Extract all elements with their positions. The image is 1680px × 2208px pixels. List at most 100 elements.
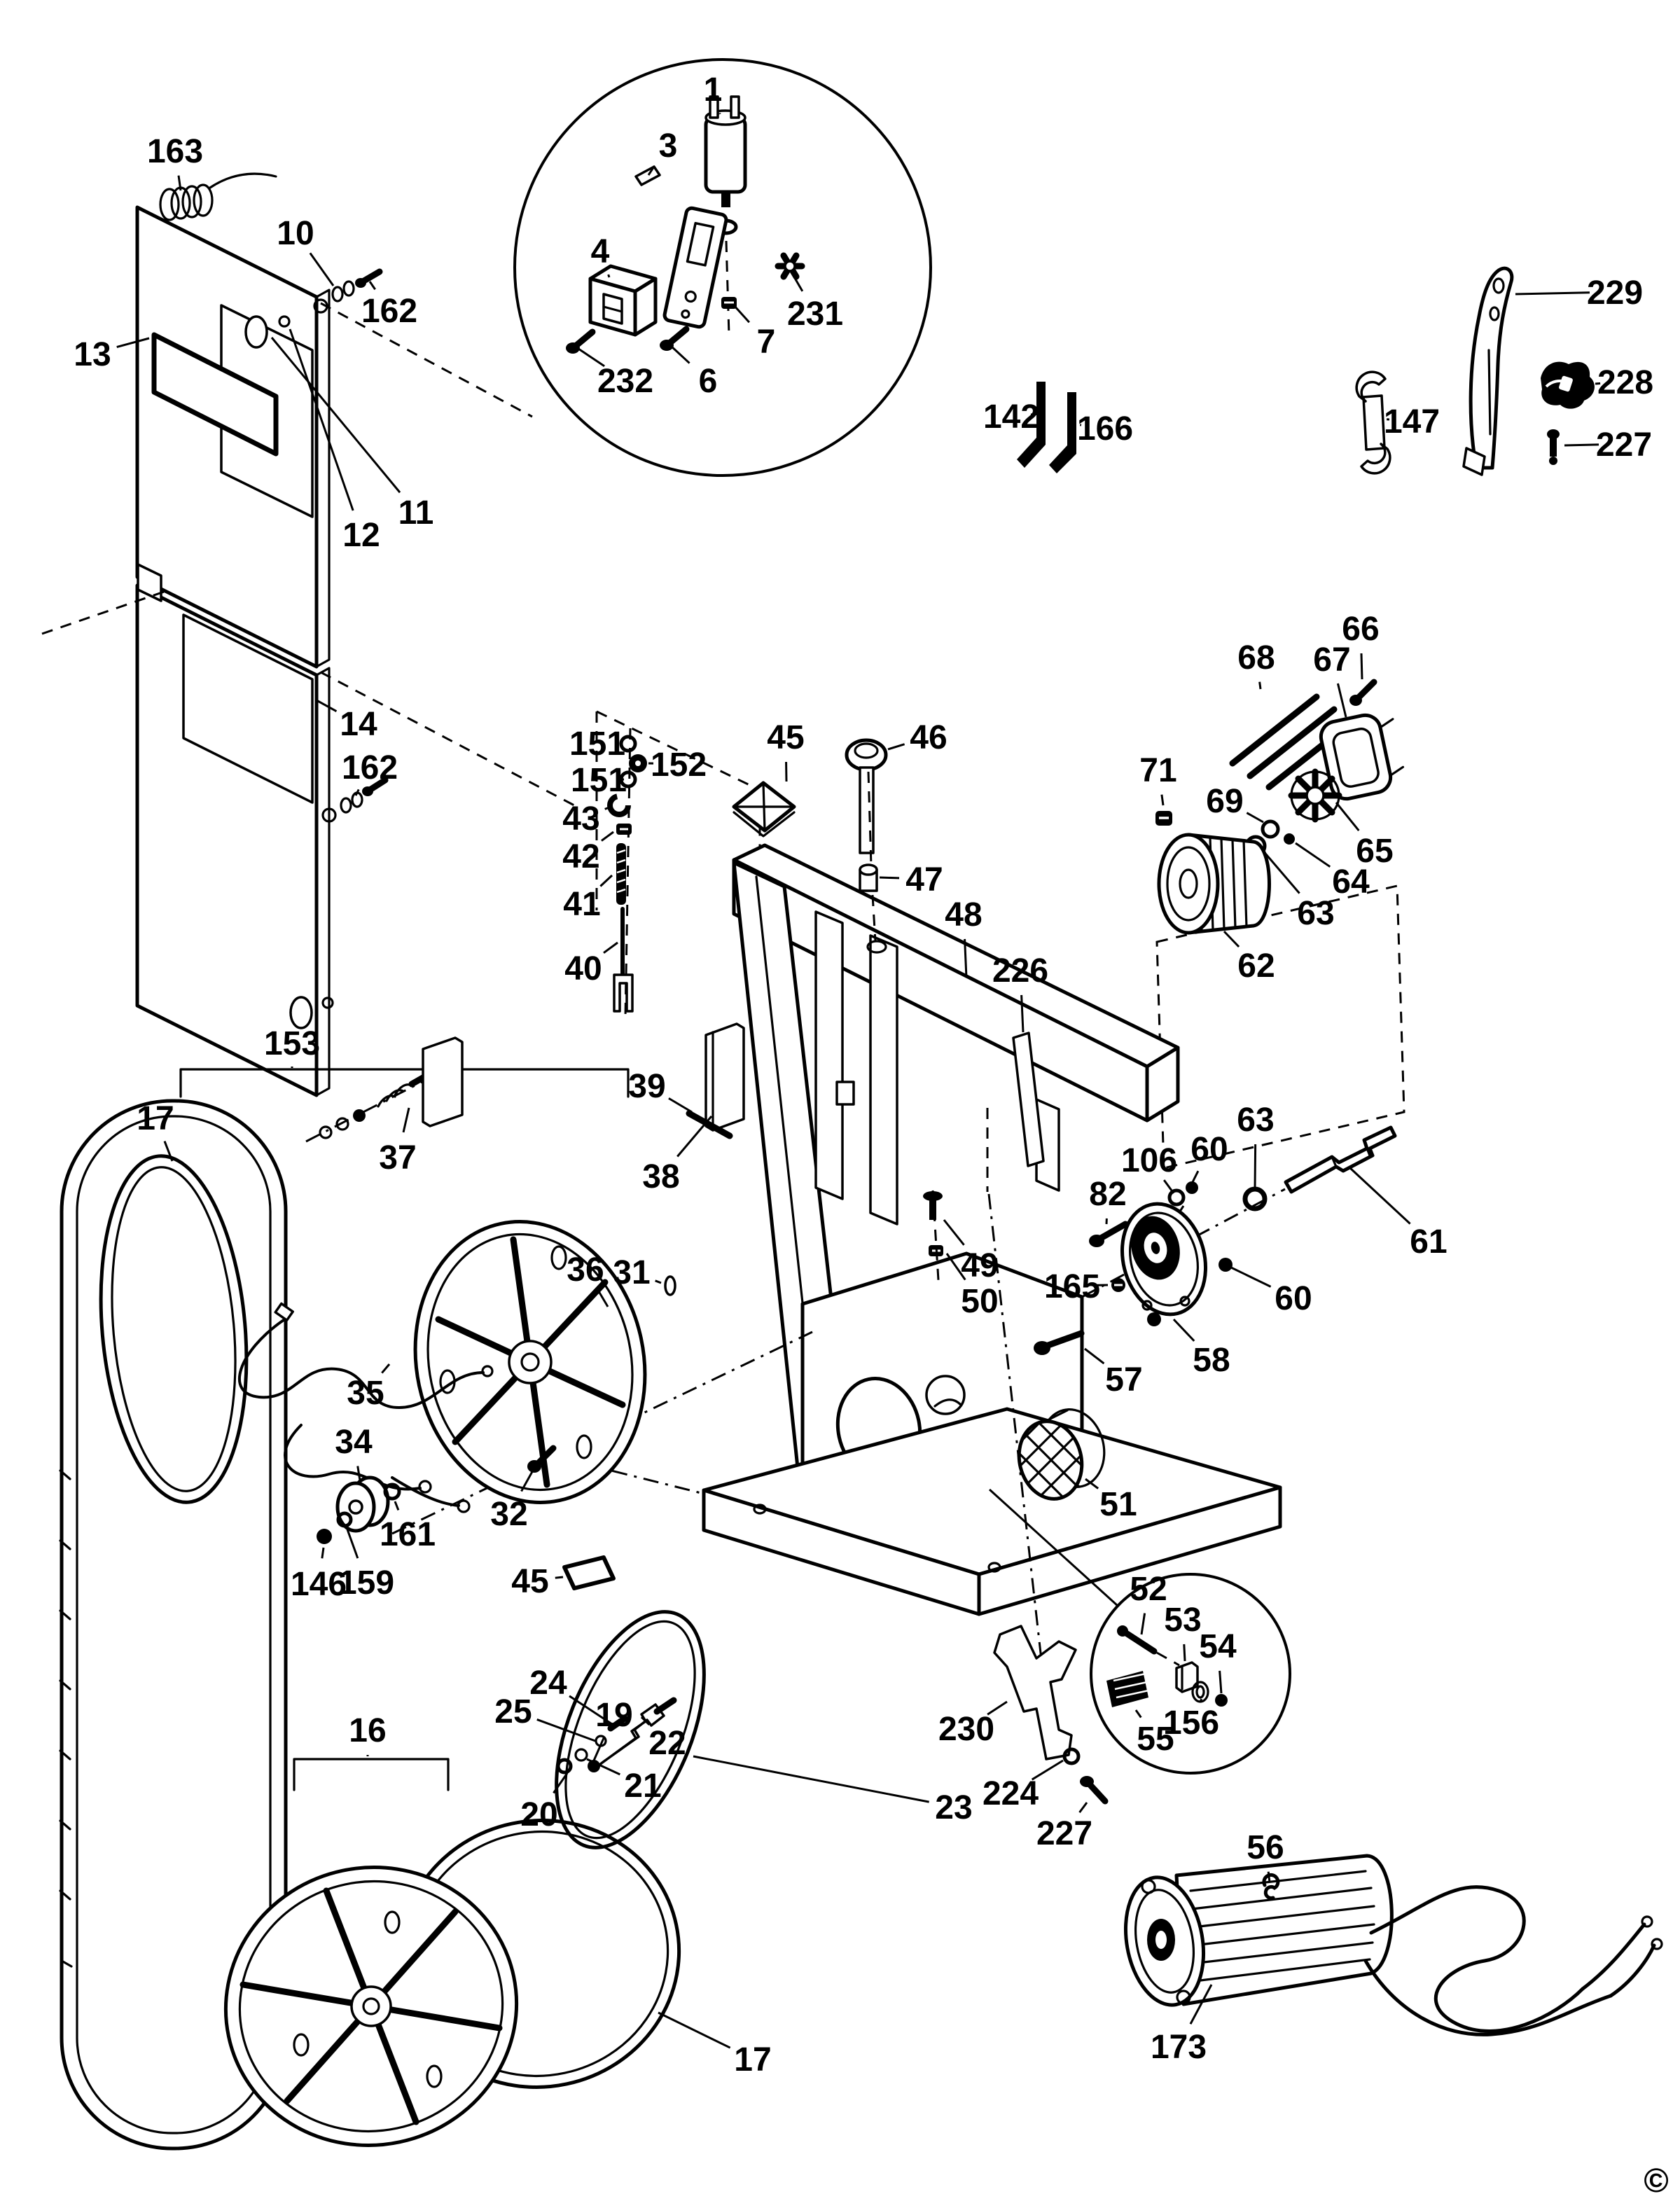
part-label-p41: 41 [563, 886, 600, 923]
part-label-p64: 64 [1332, 863, 1370, 901]
leader-line-p159 [346, 1529, 359, 1559]
washer-224 [1062, 1747, 1081, 1765]
leader-line-p231 [791, 274, 804, 292]
part-label-p60b: 60 [1275, 1280, 1312, 1317]
leader-line-p3 [647, 165, 655, 176]
part-label-p6: 6 [699, 363, 718, 400]
washer-21 [574, 1748, 588, 1762]
washer-69 [1261, 819, 1280, 839]
screw-32 [527, 1445, 557, 1473]
screw-227 [1547, 429, 1560, 465]
leader-line-p55 [1134, 1709, 1142, 1719]
part-label-p166: 166 [1077, 410, 1133, 447]
part-label-p151b: 151 [571, 762, 627, 799]
part-label-p25: 25 [494, 1693, 532, 1730]
part-label-p56: 56 [1247, 1829, 1284, 1866]
part-label-p48: 48 [945, 896, 982, 933]
wire-harness-35 [238, 1302, 494, 1513]
leader-line-p35 [381, 1363, 391, 1374]
part-label-p39: 39 [628, 1068, 665, 1105]
clip-56 [1262, 1873, 1280, 1900]
lower-door-window [182, 613, 314, 804]
nut-71 [1155, 811, 1172, 826]
tools [1017, 266, 1595, 476]
part-label-p46: 46 [910, 719, 947, 756]
leader-line-p63a [1261, 849, 1300, 894]
part-label-p12: 12 [342, 517, 380, 554]
part-label-p226: 226 [992, 952, 1048, 990]
washer-161 [383, 1483, 401, 1501]
star-clip-231 [775, 252, 805, 280]
leader-line-p10 [309, 252, 335, 286]
leader-line-p48 [964, 938, 968, 978]
y-bracket-230 [993, 1625, 1077, 1761]
capacitor [704, 95, 747, 335]
ring-156 [1191, 1681, 1209, 1703]
part-label-p34: 34 [335, 1424, 373, 1461]
leader-line-p17a [163, 1141, 174, 1162]
part-label-p67: 67 [1313, 641, 1350, 679]
screw-232 [566, 328, 596, 354]
bracket-153 [179, 1068, 630, 1098]
part-label-p42: 42 [562, 838, 599, 875]
bushing-47 [859, 863, 878, 892]
leader-line-p51 [1085, 1478, 1099, 1490]
part-label-p13: 13 [74, 336, 111, 373]
part-label-p22: 22 [648, 1725, 686, 1762]
leader-line-p173 [1189, 1984, 1213, 2025]
motor-cord-2 [1363, 1959, 1613, 2036]
part-label-p19: 19 [595, 1697, 632, 1734]
pad-45 [562, 1555, 616, 1590]
leader-line-p20 [553, 1772, 569, 1794]
leader-line-p52 [1140, 1613, 1146, 1635]
leader-line-p63b [1254, 1144, 1257, 1190]
part-label-p45a: 45 [767, 719, 804, 756]
leader-line-p24 [569, 1695, 613, 1726]
fan-65 [1288, 768, 1342, 823]
part-label-p228: 228 [1597, 364, 1653, 401]
part-label-p60a: 60 [1190, 1131, 1228, 1168]
label-strip-226 [1012, 1032, 1045, 1167]
shaft-22-cluster [556, 1697, 677, 1775]
rod-40 [613, 907, 634, 1013]
nut-146 [317, 1529, 332, 1544]
part-label-p82: 82 [1089, 1176, 1126, 1213]
part-label-p55: 55 [1137, 1721, 1174, 1758]
lock-boss [925, 1375, 966, 1415]
leader-line-p69 [1246, 812, 1264, 824]
motor-173 [1123, 1854, 1663, 2036]
part-label-p62: 62 [1237, 947, 1275, 985]
nut-60a [1186, 1181, 1198, 1194]
motor-can-62 [1157, 833, 1271, 935]
leader-line-p45b [555, 1576, 564, 1579]
part-label-p224: 224 [983, 1775, 1039, 1812]
nut-60b [1219, 1258, 1233, 1272]
shaft-61 [1284, 1125, 1397, 1194]
part-label-p163: 163 [147, 133, 203, 170]
switch-plate [662, 206, 728, 329]
leader-line-p64 [1295, 842, 1331, 868]
part-label-p147: 147 [1384, 403, 1440, 440]
part-label-p159: 159 [338, 1564, 394, 1602]
leader-line-p31 [655, 1279, 662, 1284]
lower-wheel [223, 1866, 519, 2147]
leader-line-p106 [1162, 1179, 1175, 1194]
upper-tire [99, 1154, 249, 1504]
belt-23 [555, 1610, 706, 1849]
leader-line-p36 [597, 1290, 609, 1307]
leader-line-p67 [1336, 683, 1347, 718]
lower-wheel-assembly [223, 1758, 681, 2147]
part-label-p16: 16 [349, 1712, 386, 1749]
washer-106 [1167, 1188, 1186, 1207]
leader-line-p53 [1183, 1644, 1186, 1662]
leader-line-p66 [1360, 653, 1363, 680]
part-label-p57: 57 [1105, 1361, 1142, 1398]
part-label-p162b: 162 [342, 749, 398, 786]
part-label-p49: 49 [961, 1247, 998, 1284]
clip-43 [607, 793, 631, 817]
leader-line-p68 [1258, 681, 1262, 690]
part-label-p51: 51 [1099, 1486, 1137, 1523]
brush-holder-53 [1175, 1661, 1199, 1693]
part-label-p36: 36 [567, 1251, 604, 1289]
leader-line-p13 [116, 337, 150, 349]
